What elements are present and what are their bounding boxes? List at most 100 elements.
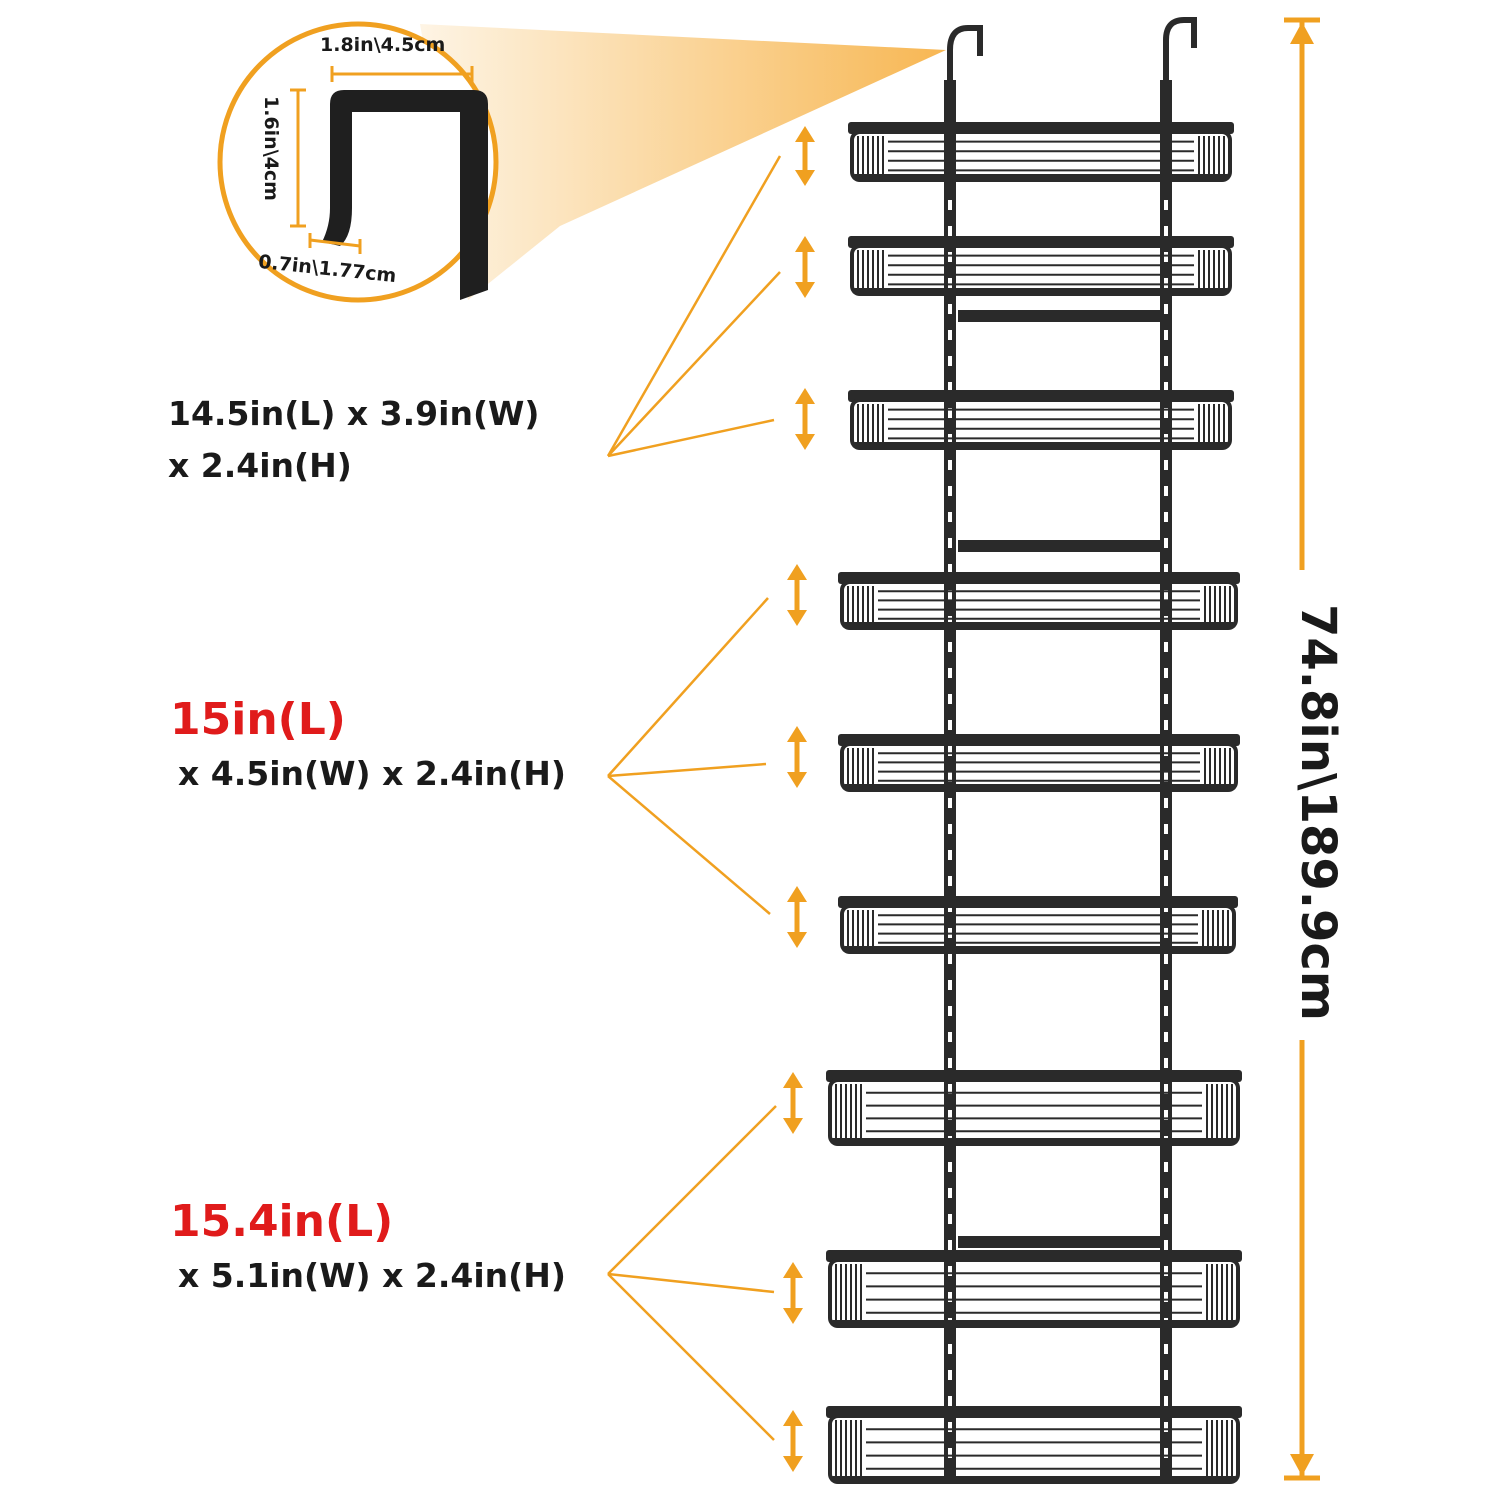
basket-frame — [828, 1258, 1240, 1328]
basket-frame — [840, 742, 1238, 792]
spacing-arrow-4 — [787, 564, 807, 626]
upright-hole — [948, 1240, 952, 1250]
group-medium-rest: x 4.5in(W) x 2.4in(H) — [178, 754, 566, 793]
basket-7 — [826, 1070, 1242, 1146]
upright-hole — [1164, 1188, 1168, 1198]
hook-detail — [217, 21, 499, 303]
upright-hole — [948, 226, 952, 236]
upright-hole — [948, 746, 952, 756]
basket-base — [830, 1476, 1238, 1482]
basket-4 — [838, 572, 1240, 630]
upright-hole — [1164, 278, 1168, 288]
upright-hole — [948, 382, 952, 392]
upright-hole — [1164, 1344, 1168, 1354]
basket-base — [852, 288, 1230, 294]
upright-hole — [1164, 1422, 1168, 1432]
upright-hole — [948, 1292, 952, 1302]
upright-hole — [948, 590, 952, 600]
basket-base — [842, 946, 1234, 952]
upright-hole — [948, 824, 952, 834]
upright-hole — [948, 1214, 952, 1224]
upright-hole — [1164, 616, 1168, 626]
upright-hole — [948, 564, 952, 574]
group-large-label: 15.4in(L) x 5.1in(W) x 2.4in(H) — [170, 1192, 566, 1300]
hook-height-label: 1.6in\4cm — [260, 96, 282, 201]
upright-hole — [948, 980, 952, 990]
spacing-arrow-7 — [783, 1072, 803, 1134]
basket-base — [852, 174, 1230, 180]
upright-hole — [1164, 1292, 1168, 1302]
group-small-line1: 14.5in(L) x 3.9in(W) — [168, 394, 540, 433]
basket-frame — [850, 398, 1232, 450]
upright-hole — [948, 1188, 952, 1198]
spacing-arrow-9 — [783, 1410, 803, 1472]
group-medium-length: 15in(L) — [170, 694, 346, 745]
leader-line-3-3 — [607, 1273, 775, 1441]
basket-frame — [828, 1414, 1240, 1484]
upright-hole — [1164, 824, 1168, 834]
upright-hole — [948, 1422, 952, 1432]
basket-frame — [850, 244, 1232, 296]
upright-hole — [1164, 850, 1168, 860]
upright-hole — [948, 1344, 952, 1354]
upright-hole — [948, 304, 952, 314]
upright-hole — [1164, 1110, 1168, 1120]
spacing-arrow-8 — [783, 1262, 803, 1324]
upright-hole — [948, 1396, 952, 1406]
spacing-arrow-6 — [787, 886, 807, 948]
basket-3 — [848, 390, 1234, 450]
spacing-arrow-2 — [795, 236, 815, 298]
upright-hole — [1164, 746, 1168, 756]
upright-hole — [948, 252, 952, 262]
upright-hole — [1164, 486, 1168, 496]
upright-hole — [948, 1266, 952, 1276]
upright-hole — [1164, 980, 1168, 990]
upright-hole — [1164, 538, 1168, 548]
upright-hole — [1164, 1396, 1168, 1406]
upright-hole — [1164, 1448, 1168, 1458]
upright-hole — [948, 460, 952, 470]
top-hook-right — [1163, 17, 1197, 112]
upright-hole — [948, 1110, 952, 1120]
basket-2 — [848, 236, 1234, 296]
basket-base — [852, 442, 1230, 448]
upright-hole — [1164, 356, 1168, 366]
shelf-annotations — [606, 126, 815, 1472]
cross-brace-2 — [958, 1236, 1160, 1248]
basket-base — [842, 622, 1236, 628]
basket-frame — [840, 580, 1238, 630]
upright-hole — [948, 772, 952, 782]
leader-line-1-3 — [607, 418, 775, 458]
leader-line-3-1 — [607, 1105, 777, 1275]
total-height-label: 74.8in\189.9cm — [1290, 604, 1346, 1021]
upright-hole — [1164, 200, 1168, 210]
upright-hole — [1164, 1162, 1168, 1172]
group-large-length: 15.4in(L) — [170, 1196, 394, 1247]
hook-width-label: 1.8in\4.5cm — [320, 34, 446, 56]
upright-hole — [948, 330, 952, 340]
cross-brace-0 — [958, 310, 1160, 322]
basket-frame — [850, 130, 1232, 182]
upright-hole — [1164, 772, 1168, 782]
basket-base — [830, 1138, 1238, 1144]
upright-hole — [948, 642, 952, 652]
upright-hole — [1164, 564, 1168, 574]
upright-hole — [948, 798, 952, 808]
upright-hole — [1164, 798, 1168, 808]
upright-hole — [1164, 1006, 1168, 1016]
basket-frame — [828, 1078, 1240, 1146]
upright-hole — [948, 1006, 952, 1016]
door-rack — [826, 17, 1242, 1484]
basket-6 — [838, 896, 1238, 954]
upright-hole — [948, 408, 952, 418]
upright-hole — [1164, 954, 1168, 964]
basket-base — [830, 1320, 1238, 1326]
leader-line-2-1 — [607, 597, 769, 777]
upright-hole — [948, 1448, 952, 1458]
spacing-arrow-3 — [795, 388, 815, 450]
leader-line-2-3 — [607, 775, 771, 915]
upright-hole — [948, 1370, 952, 1380]
group-small-line2: x 2.4in(H) — [168, 446, 352, 485]
hook-icon — [322, 90, 488, 300]
upright-hole — [948, 954, 952, 964]
